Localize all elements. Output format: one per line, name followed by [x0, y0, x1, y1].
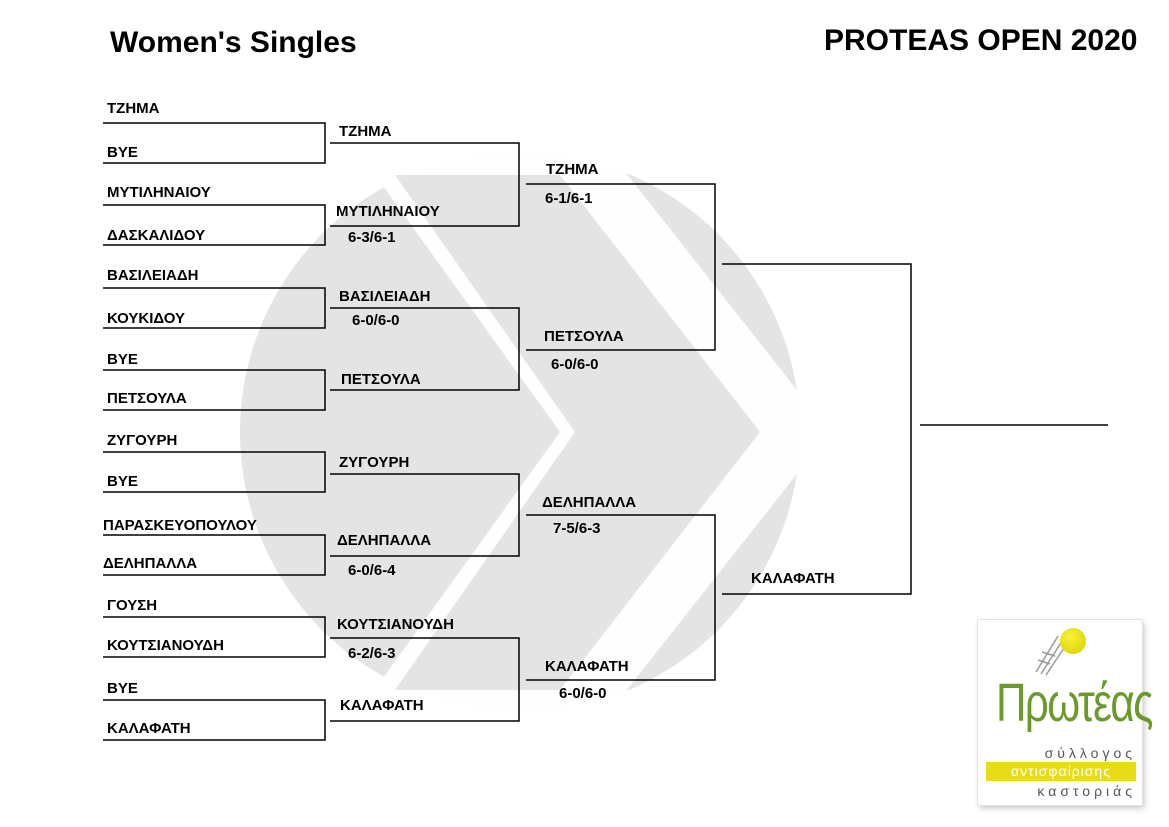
r2-player-5: ΖΥΓΟΥΡΗ — [339, 454, 410, 471]
r3-score-2: 6-0/6-0 — [551, 356, 599, 373]
r1-player-14: ΚΟΥΤΣΙΑΝΟΥΔΗ — [107, 637, 224, 654]
r1-player-4: ΔΑΣΚΑΛΙΔΟΥ — [107, 227, 206, 244]
r2-player-4: ΠΕΤΣΟΥΛΑ — [341, 371, 421, 388]
r2-score-2: 6-3/6-1 — [348, 229, 396, 246]
r1-player-6: ΚΟΥΚΙΔΟΥ — [107, 310, 186, 327]
r2-player-7: ΚΟΥΤΣΙΑΝΟΥΔΗ — [337, 616, 454, 633]
r1-player-11: ΠΑΡΑΣΚΕΥΟΠΟΥΛΟΥ — [103, 517, 257, 534]
r2-player-1: ΤΖΗΜΑ — [339, 123, 392, 140]
tennis-ball-icon — [1060, 628, 1086, 654]
r1-player-15: BYE — [107, 680, 138, 697]
logo-line-3: καστοριάς — [1037, 783, 1136, 799]
r4-player-2: ΚΑΛΑΦΑΤΗ — [751, 570, 835, 587]
r3-player-4: ΚΑΛΑΦΑΤΗ — [545, 658, 629, 675]
logo-name: Πρωτέας — [996, 673, 1153, 733]
r3-player-1: ΤΖΗΜΑ — [546, 161, 599, 178]
r1-player-8: ΠΕΤΣΟΥΛΑ — [107, 390, 187, 407]
r1-player-2: BYE — [107, 144, 138, 161]
r1-player-7: BYE — [107, 351, 138, 368]
club-logo: Πρωτέας σύλλογος αντισφαίρισης καστοριάς — [978, 620, 1153, 805]
racket-icon — [1035, 635, 1069, 676]
r3-score-1: 6-1/6-1 — [545, 190, 593, 207]
r1-player-12: ΔΕΛΗΠΑΛΛΑ — [103, 555, 198, 572]
r3-score-4: 6-0/6-0 — [559, 685, 607, 702]
r2-score-6: 6-0/6-4 — [348, 562, 396, 579]
r2-score-3: 6-0/6-0 — [352, 312, 400, 329]
r1-player-1: ΤΖΗΜΑ — [107, 100, 160, 117]
r2-player-8: ΚΑΛΑΦΑΤΗ — [340, 697, 424, 714]
r1-player-3: ΜΥΤΙΛΗΝΑΙΟΥ — [107, 184, 211, 201]
r1-player-10: BYE — [107, 473, 138, 490]
page-title: Women's Singles — [110, 26, 357, 59]
r1-player-16: ΚΑΛΑΦΑΤΗ — [107, 720, 191, 737]
r3-score-3: 7-5/6-3 — [553, 520, 601, 537]
r3-player-3: ΔΕΛΗΠΑΛΛΑ — [542, 494, 637, 511]
tournament-title: PROTEAS OPEN 2020 — [824, 24, 1138, 57]
r2-player-3: ΒΑΣΙΛΕΙΑΔΗ — [339, 288, 431, 305]
logo-line-2: αντισφαίρισης — [986, 762, 1136, 781]
r2-player-2: ΜΥΤΙΛΗΝΑΙΟΥ — [336, 203, 440, 220]
r3-player-2: ΠΕΤΣΟΥΛΑ — [544, 328, 624, 345]
r2-score-7: 6-2/6-3 — [348, 645, 396, 662]
logo-line-1: σύλλογος — [1044, 745, 1136, 761]
r1-player-13: ΓΟΥΣΗ — [107, 597, 158, 614]
r1-player-9: ΖΥΓΟΥΡΗ — [107, 432, 178, 449]
r2-player-6: ΔΕΛΗΠΑΛΛΑ — [337, 532, 432, 549]
r1-player-5: ΒΑΣΙΛΕΙΑΔΗ — [107, 267, 199, 284]
